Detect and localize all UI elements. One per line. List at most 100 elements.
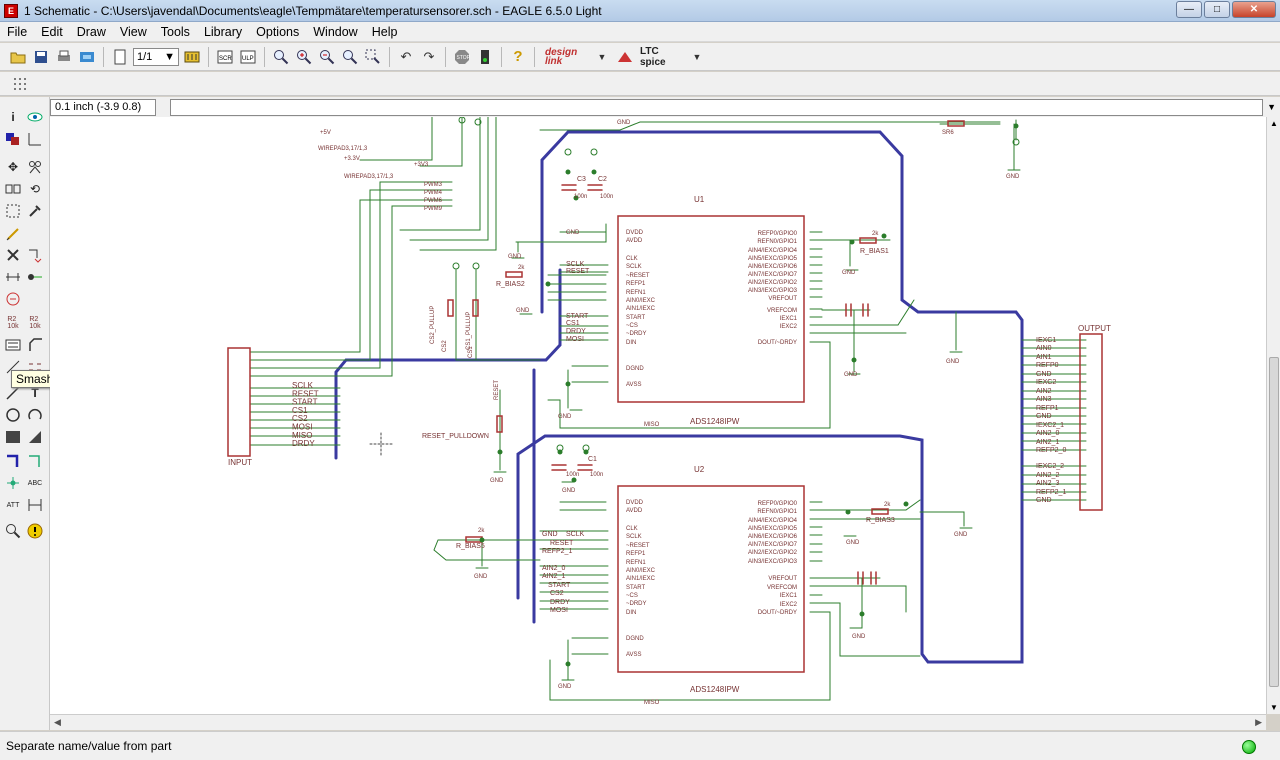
menu-file[interactable]: File [7, 24, 28, 39]
sheet-icon[interactable] [110, 47, 130, 67]
paste-icon[interactable] [3, 223, 23, 243]
open-icon[interactable] [8, 47, 28, 67]
scroll-down-icon[interactable]: ▼ [1270, 703, 1278, 712]
ulp-icon[interactable]: ULP [238, 47, 258, 67]
change-icon[interactable] [25, 201, 45, 221]
zoom-select-icon[interactable] [363, 47, 383, 67]
scroll-up-icon[interactable]: ▲ [1270, 119, 1278, 128]
ic-u2[interactable] [617, 485, 805, 673]
schematic-canvas[interactable]: U1 ADS1248IPW U2 ADS1248IPW INPUT OUTPUT… [50, 117, 1266, 714]
input-net-label: MOSI [292, 423, 312, 432]
command-input[interactable] [170, 98, 1264, 116]
split-icon[interactable] [3, 357, 23, 377]
zoom-redraw-icon[interactable] [340, 47, 360, 67]
net-icon[interactable] [25, 451, 45, 471]
help-icon[interactable]: ? [513, 48, 523, 65]
display-icon[interactable] [3, 129, 23, 149]
group-icon[interactable] [3, 201, 23, 221]
design-link-logo[interactable]: design link [545, 46, 578, 67]
junction-icon[interactable] [3, 473, 23, 493]
junctions [479, 123, 1019, 667]
wire-icon[interactable] [3, 383, 23, 403]
dimension-icon[interactable] [25, 495, 45, 515]
text-icon[interactable]: T [31, 386, 39, 400]
script-icon[interactable]: SCR [215, 47, 235, 67]
attribute-icon[interactable]: ATT [6, 501, 20, 509]
errors-icon[interactable] [25, 521, 45, 541]
rect-icon[interactable] [3, 427, 23, 447]
add-icon[interactable] [25, 245, 45, 265]
mirror-icon[interactable] [3, 179, 23, 199]
arc-icon[interactable] [25, 405, 45, 425]
pinswap-icon[interactable] [3, 267, 23, 287]
info-icon[interactable]: i [11, 110, 15, 124]
bus-icon[interactable] [3, 451, 23, 471]
cam-processor-icon[interactable] [77, 47, 97, 67]
menu-options[interactable]: Options [256, 24, 300, 39]
board-switch-icon[interactable] [182, 47, 202, 67]
miter-icon[interactable] [25, 335, 45, 355]
menu-draw[interactable]: Draw [76, 24, 106, 39]
polygon-icon[interactable] [25, 427, 45, 447]
undo-icon[interactable]: ↶ [400, 48, 412, 64]
u2-pin-label: DIN [626, 610, 636, 616]
scroll-right-icon[interactable]: ▶ [1255, 717, 1262, 727]
scroll-left-icon[interactable]: ◀ [54, 717, 61, 727]
u1-pin-label: DGND [626, 366, 644, 372]
menu-tools[interactable]: Tools [160, 24, 190, 39]
show-icon[interactable] [25, 107, 45, 127]
copy-icon[interactable] [25, 157, 45, 177]
mark-icon[interactable] [25, 129, 45, 149]
u1-right-pins: REFP0/GPIO0REFN0/GPIO1AIN4/IEXC/GPIO4AIN… [748, 231, 798, 346]
close-button[interactable]: ✕ [1232, 1, 1276, 18]
horizontal-scrollbar[interactable]: ◀ ▶ [50, 714, 1266, 730]
zoom-in-icon[interactable] [294, 47, 314, 67]
u2-pin-label: AVSS [626, 652, 642, 658]
redo-icon[interactable]: ↷ [423, 48, 435, 64]
go-icon[interactable] [475, 47, 495, 67]
label-reset: RESET [494, 380, 500, 400]
print-icon[interactable] [54, 47, 74, 67]
chevron-down-icon[interactable]: ▼ [692, 51, 702, 62]
ltc-spice-logo[interactable]: LTC spice [640, 45, 666, 68]
smash-icon[interactable] [3, 335, 23, 355]
zoom-out-icon[interactable] [317, 47, 337, 67]
menu-edit[interactable]: Edit [41, 24, 63, 39]
gnd-label: GND [954, 532, 968, 538]
move-icon[interactable]: ✥ [7, 160, 19, 174]
label-pwm4: PWM4 [424, 190, 443, 196]
ic-u1[interactable] [617, 215, 805, 403]
delete-icon[interactable] [3, 245, 23, 265]
save-icon[interactable] [31, 47, 51, 67]
gateswap-icon[interactable] [25, 267, 45, 287]
sheet-select[interactable]: 1/1▼ [133, 47, 179, 66]
circle-icon[interactable] [3, 405, 23, 425]
menu-library[interactable]: Library [203, 24, 243, 39]
minimize-button[interactable]: — [1176, 1, 1202, 18]
eagle-app-icon[interactable]: E [4, 3, 18, 18]
chevron-down-icon[interactable]: ▼ [597, 51, 607, 62]
replace-icon[interactable] [3, 289, 23, 309]
gnd-label: GND [852, 634, 866, 640]
label-icon[interactable]: ABC [27, 479, 43, 487]
menu-window[interactable]: Window [313, 24, 358, 39]
stop-icon[interactable]: STOP [452, 47, 472, 67]
menu-view[interactable]: View [119, 24, 147, 39]
bus-main[interactable] [516, 130, 1024, 664]
erc-icon[interactable] [3, 521, 23, 541]
maximize-button[interactable]: □ [1204, 1, 1230, 18]
output-connector[interactable] [1079, 333, 1103, 511]
invoke-icon[interactable] [25, 357, 45, 377]
input-connector[interactable] [227, 347, 251, 457]
chevron-down-icon[interactable]: ▼ [1267, 102, 1276, 112]
menu-help[interactable]: Help [371, 24, 398, 39]
vertical-scroll-thumb[interactable] [1269, 357, 1279, 687]
main-toolbar: 1/1▼ SCR ULP ↶ ↷ STOP ? design link ▼ LT… [0, 43, 1280, 71]
grid-icon[interactable] [10, 74, 30, 94]
u1-net-label: MOSI [566, 336, 584, 343]
zoom-fit-icon[interactable] [271, 47, 291, 67]
vertical-scrollbar[interactable]: ▲ ▼ [1266, 117, 1280, 714]
rotate-icon[interactable]: ⟲ [29, 182, 41, 196]
